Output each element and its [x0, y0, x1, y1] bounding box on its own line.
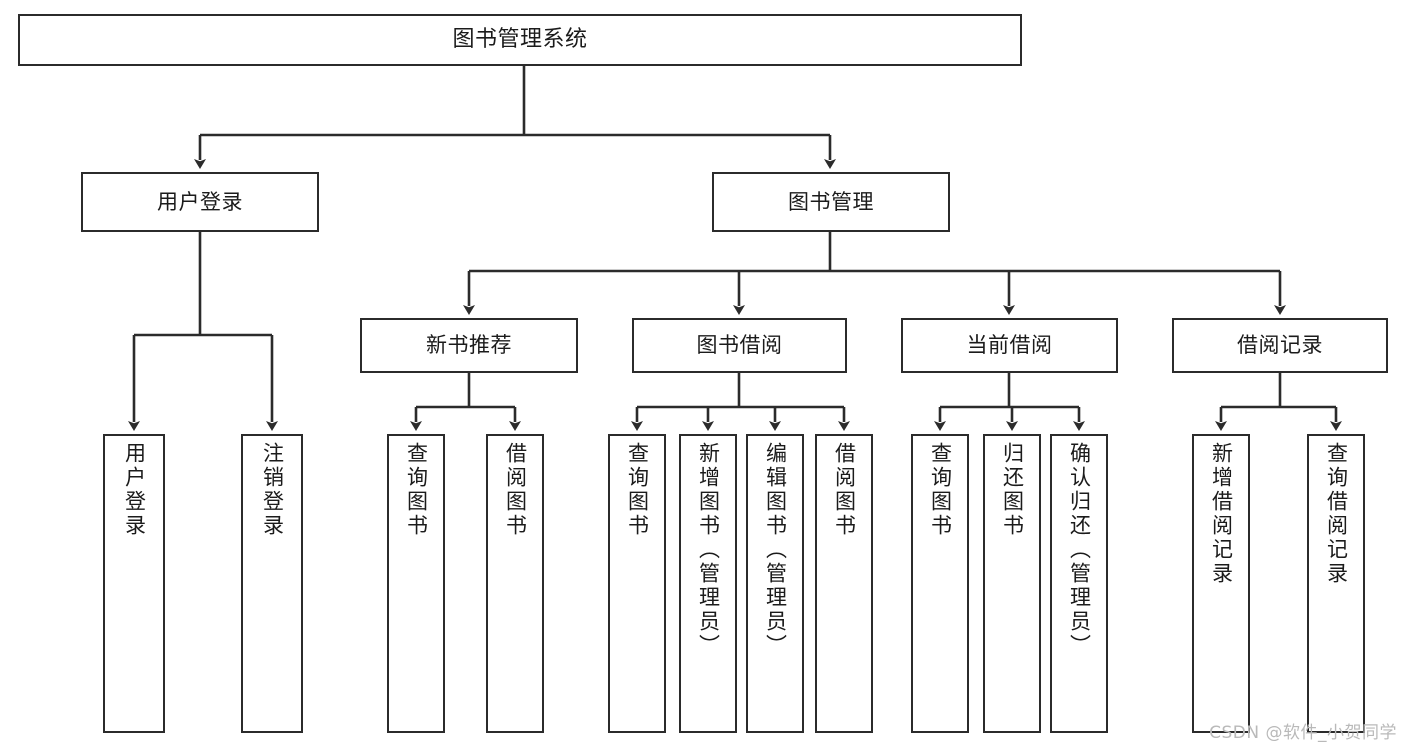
node-root-system[interactable]: 图书管理系统 [18, 14, 1022, 66]
node-label: 用户登录 [122, 442, 147, 538]
node-leaf-query-book-current[interactable]: 查询图书 [911, 434, 969, 733]
node-leaf-return-book[interactable]: 归还图书 [983, 434, 1041, 733]
node-label: 用户登录 [157, 189, 243, 214]
node-borrow-record[interactable]: 借阅记录 [1172, 318, 1388, 373]
node-leaf-add-book-admin[interactable]: 新增图书（管理员） [679, 434, 737, 733]
node-leaf-query-book-recommend[interactable]: 查询图书 [387, 434, 445, 733]
node-label: 归还图书 [1000, 442, 1025, 538]
node-label: 注销登录 [260, 442, 285, 538]
node-leaf-borrow-book[interactable]: 借阅图书 [815, 434, 873, 733]
node-label: 图书借阅 [696, 333, 783, 358]
node-label: 新增借阅记录 [1209, 442, 1234, 586]
node-leaf-edit-book-admin[interactable]: 编辑图书（管理员） [746, 434, 804, 733]
node-book-manage[interactable]: 图书管理 [712, 172, 950, 232]
node-leaf-query-borrow-record[interactable]: 查询借阅记录 [1307, 434, 1365, 733]
node-label: 借阅图书 [503, 442, 528, 538]
node-label: 图书管理系统 [452, 27, 588, 53]
node-new-book-recommend[interactable]: 新书推荐 [360, 318, 578, 373]
node-label: 查询图书 [928, 442, 953, 538]
node-leaf-add-borrow-record[interactable]: 新增借阅记录 [1192, 434, 1250, 733]
node-user-login[interactable]: 用户登录 [81, 172, 319, 232]
node-book-borrow[interactable]: 图书借阅 [632, 318, 847, 373]
node-label: 确认归还（管理员） [1067, 442, 1092, 658]
edge-book-borrow-to-leaves [631, 373, 850, 431]
node-leaf-confirm-return-admin[interactable]: 确认归还（管理员） [1050, 434, 1108, 733]
edge-user-login-to-leaves [128, 232, 278, 431]
node-label: 查询借阅记录 [1324, 442, 1349, 586]
node-leaf-user-login[interactable]: 用户登录 [103, 434, 165, 733]
edge-new-book-rec-to-leaves [410, 373, 521, 431]
node-label: 新书推荐 [426, 333, 512, 358]
node-leaf-borrow-book-recommend[interactable]: 借阅图书 [486, 434, 544, 733]
edge-current-borrow-to-leaves [934, 373, 1085, 431]
edge-borrow-record-to-leaves [1215, 373, 1342, 431]
edge-root-to-level2 [194, 66, 836, 169]
node-current-borrow[interactable]: 当前借阅 [901, 318, 1118, 373]
node-leaf-user-logout[interactable]: 注销登录 [241, 434, 303, 733]
node-label: 当前借阅 [966, 333, 1053, 358]
node-label: 图书管理 [788, 189, 874, 214]
node-label: 借阅记录 [1237, 333, 1323, 358]
node-label: 查询图书 [625, 442, 650, 538]
node-label: 查询图书 [404, 442, 429, 538]
node-leaf-query-book-borrow[interactable]: 查询图书 [608, 434, 666, 733]
watermark-text: CSDN @软件_小贺同学 [1209, 723, 1397, 743]
node-label: 借阅图书 [832, 442, 857, 538]
node-label: 新增图书（管理员） [696, 442, 721, 658]
edge-book-manage-to-level3 [463, 232, 1286, 315]
node-label: 编辑图书（管理员） [763, 442, 788, 658]
